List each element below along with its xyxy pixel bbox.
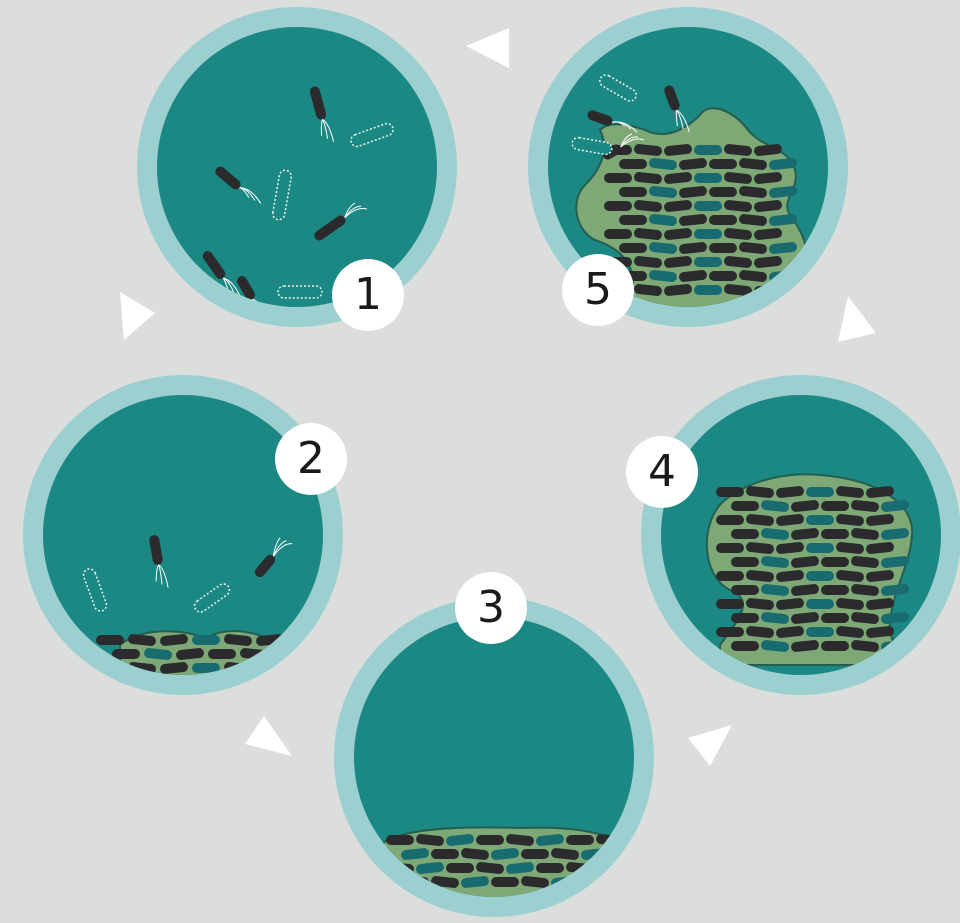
bacterium-cell [694, 201, 722, 211]
stage-2-well [23, 375, 343, 700]
bacterium-cell [821, 641, 849, 651]
bacterium-cell [476, 835, 504, 845]
bacterium-cell [536, 863, 564, 873]
bacterium-cell [731, 501, 759, 511]
stage-1-number: 1 [332, 259, 404, 331]
bacterium-cell [731, 529, 759, 539]
bacterium-cell [716, 487, 744, 497]
bacterium-cell [208, 649, 236, 659]
bacterium-cell [731, 585, 759, 595]
bacterium-cell [604, 201, 632, 211]
bacterium-cell [731, 641, 759, 651]
bacterium-cell [716, 571, 744, 581]
arrow-4-to-5 [838, 296, 876, 342]
arrow-1-to-2 [120, 292, 155, 340]
bacterium-cell [731, 557, 759, 567]
bacterium-cell [821, 557, 849, 567]
bacterium-cell [709, 243, 737, 253]
bacterium-cell [709, 159, 737, 169]
stage-4-number: 4 [626, 436, 698, 508]
bacterium-cell [716, 627, 744, 637]
bacterium-cell [521, 849, 549, 859]
bacterium-cell [806, 599, 834, 609]
bacterium-cell [611, 876, 640, 889]
bacterium-cell [604, 229, 632, 239]
bacterium-cell [716, 515, 744, 525]
bacterium-cell [716, 543, 744, 553]
stage-5-number: 5 [562, 254, 634, 326]
bacterium-cell [112, 649, 140, 659]
bacterium-cell [806, 515, 834, 525]
stage-3-number: 3 [455, 572, 527, 644]
bacterium-cell [604, 173, 632, 183]
bacterium-cell [709, 215, 737, 225]
bacterium-cell [96, 635, 124, 645]
arrow-2-to-3 [245, 716, 292, 756]
bacterium-cell [709, 187, 737, 197]
stage-4-well [641, 375, 960, 695]
bacterium-cell [694, 173, 722, 183]
bacterium-cell [694, 285, 722, 295]
bacterium-cell [446, 863, 474, 873]
bacterium-cell [716, 599, 744, 609]
bacterium-cell [619, 243, 647, 253]
fimbriated-bacterium [278, 286, 322, 298]
bacterium-cell [821, 585, 849, 595]
bacterium-cell [806, 543, 834, 553]
bacterium-cell [619, 215, 647, 225]
bacterium-cell [709, 271, 737, 281]
bacterium-cell [806, 627, 834, 637]
stage-3-well [334, 597, 654, 917]
bacterium-cell [694, 145, 722, 155]
stage-1-well [137, 7, 457, 327]
bacterium-cell [806, 487, 834, 497]
well-medium [157, 27, 437, 307]
bacterium-cell [566, 835, 594, 845]
bacterium-cell [386, 835, 414, 845]
bacterium-cell [694, 229, 722, 239]
stage-2-number: 2 [275, 423, 347, 495]
arrow-5-to-1 [466, 28, 509, 68]
bacterium-cell [806, 571, 834, 581]
bacterium-cell [821, 613, 849, 623]
bacterium-cell [491, 877, 519, 887]
bacterium-cell [619, 187, 647, 197]
bacterium-cell [731, 613, 759, 623]
bacterium-cell [619, 159, 647, 169]
bacterium-cell [192, 635, 220, 645]
bacterium-cell [431, 849, 459, 859]
bacterium-cell [821, 501, 849, 511]
arrow-3-to-4 [688, 725, 732, 766]
bacterium-cell [821, 529, 849, 539]
bacterium-cell [694, 257, 722, 267]
